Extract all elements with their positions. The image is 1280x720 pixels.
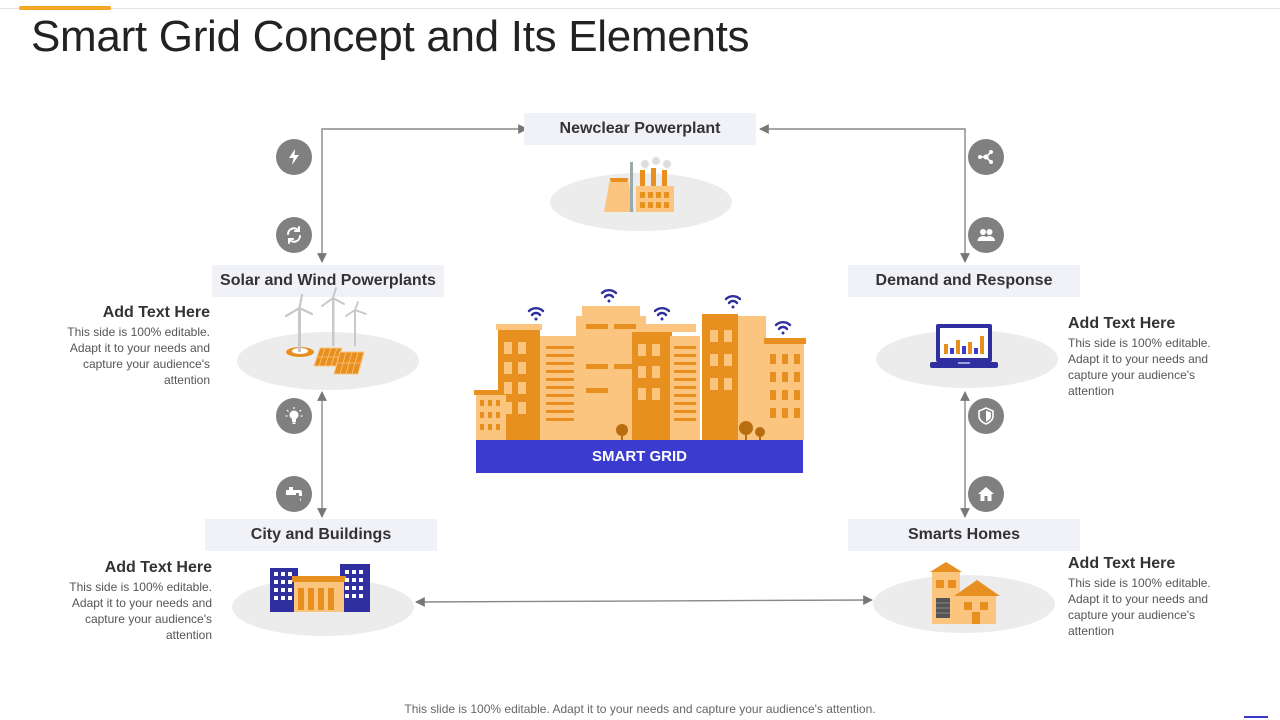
city-buildings-illustration (270, 564, 370, 612)
lightbulb-icon (276, 398, 312, 434)
label-city-buildings: City and Buildings (205, 519, 437, 551)
text-body: This side is 100% editable. Adapt it to … (1068, 576, 1211, 638)
label-nuclear-powerplant: Newclear Powerplant (524, 113, 756, 145)
recycle-icon (276, 217, 312, 253)
smart-grid-city-illustration (474, 288, 806, 440)
faucet-icon (276, 476, 312, 512)
slide-corner-mark (1244, 716, 1268, 718)
network-icon (968, 139, 1004, 175)
home-icon (968, 476, 1004, 512)
text-block-right-top: Add Text Here This side is 100% editable… (1068, 315, 1218, 399)
top-divider (0, 8, 1280, 9)
arrow-city-to-homes (415, 595, 873, 607)
lightning-icon (276, 139, 312, 175)
solar-wind-illustration (284, 287, 367, 375)
shield-icon (968, 398, 1004, 434)
footer-note: This slide is 100% editable. Adapt it to… (404, 702, 876, 716)
label-demand-response: Demand and Response (848, 265, 1080, 297)
smart-grid-label: SMART GRID (476, 440, 803, 473)
laptop-chart-illustration (930, 324, 998, 368)
arrow-solar-to-nuclear (317, 124, 528, 263)
text-block-right-bottom: Add Text Here This side is 100% editable… (1068, 555, 1218, 639)
nuclear-plant-illustration (604, 157, 674, 212)
text-heading: Add Text Here (102, 304, 210, 321)
label-smart-homes: Smarts Homes (848, 519, 1080, 551)
wifi-icons (527, 288, 792, 335)
text-body: This side is 100% editable. Adapt it to … (67, 325, 210, 387)
page-title: Smart Grid Concept and Its Elements (31, 12, 750, 61)
text-block-left-top: Add Text Here This side is 100% editable… (50, 304, 210, 388)
title-accent-bar (19, 6, 111, 10)
text-body: This side is 100% editable. Adapt it to … (69, 580, 212, 642)
text-heading: Add Text Here (104, 559, 212, 576)
users-icon (968, 217, 1004, 253)
label-solar-wind: Solar and Wind Powerplants (212, 265, 444, 297)
text-heading: Add Text Here (1068, 555, 1176, 572)
text-heading: Add Text Here (1068, 315, 1176, 332)
arrow-demand-to-nuclear (759, 124, 970, 263)
text-body: This side is 100% editable. Adapt it to … (1068, 336, 1211, 398)
text-block-left-bottom: Add Text Here This side is 100% editable… (52, 559, 212, 643)
smart-home-illustration (930, 562, 1000, 624)
